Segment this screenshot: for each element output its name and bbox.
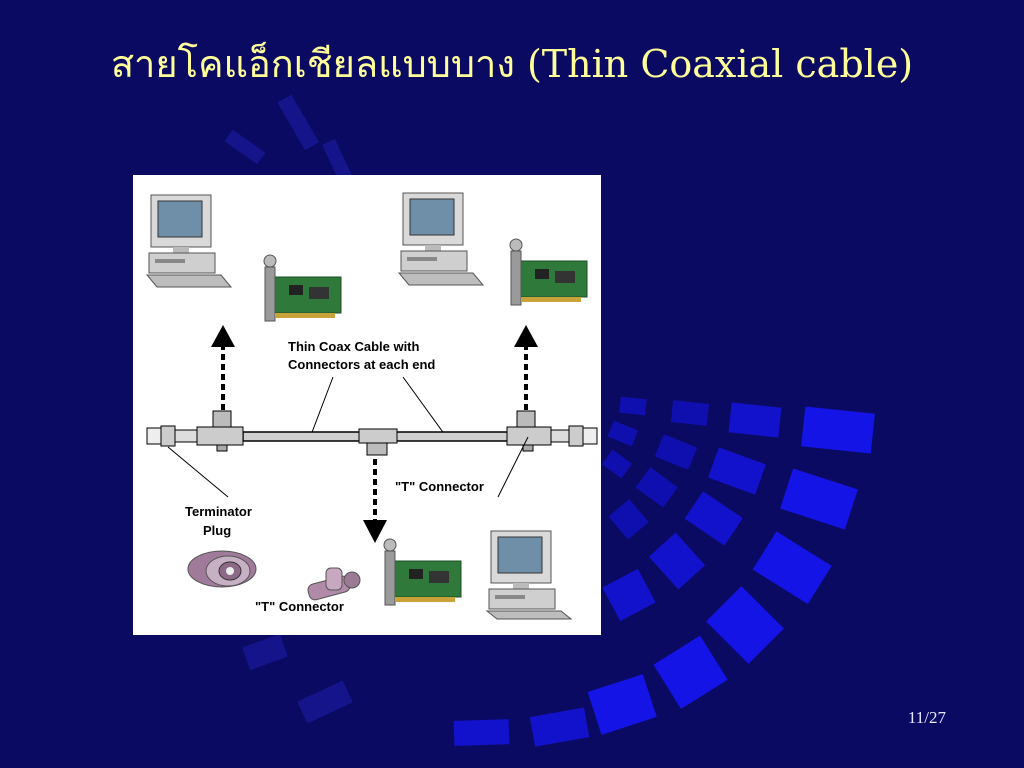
terminator-label-line1: Terminator — [185, 504, 252, 519]
cable-label-line2: Connectors at each end — [288, 357, 435, 372]
page-number: 11/27 — [907, 708, 946, 727]
computer-icon — [397, 192, 485, 286]
terminator-label-line2: Plug — [203, 523, 231, 538]
arrow-down-icon — [363, 459, 387, 543]
terminator-plug-icon — [550, 425, 598, 447]
cable-label-line1: Thin Coax Cable with — [288, 339, 420, 354]
network-diagram: Thin Coax Cable with Connectors at each … — [133, 175, 601, 635]
arrow-up-icon — [514, 325, 538, 410]
t-connector-label-bottom: "T" Connector — [255, 599, 344, 614]
computer-icon — [485, 530, 573, 620]
t-connector-photo-icon — [307, 567, 361, 601]
network-card-icon — [383, 538, 462, 606]
diagram-canvas: Thin Coax Cable with Connectors at each … — [145, 192, 598, 620]
t-connector-label: "T" Connector — [395, 479, 484, 494]
network-card-icon — [509, 238, 588, 306]
terminator-plug-icon — [146, 425, 198, 447]
arrow-up-icon — [211, 325, 235, 410]
t-connector-icon — [506, 410, 552, 452]
t-connector-icon — [358, 428, 398, 456]
slide-title: สายโคแอ็กเชียลแบบบาง (Thin Coaxial cable… — [110, 42, 914, 86]
network-card-icon — [263, 254, 342, 322]
terminator-plug-photo-icon — [187, 550, 257, 588]
computer-icon — [145, 194, 233, 288]
t-connector-icon — [196, 410, 244, 452]
